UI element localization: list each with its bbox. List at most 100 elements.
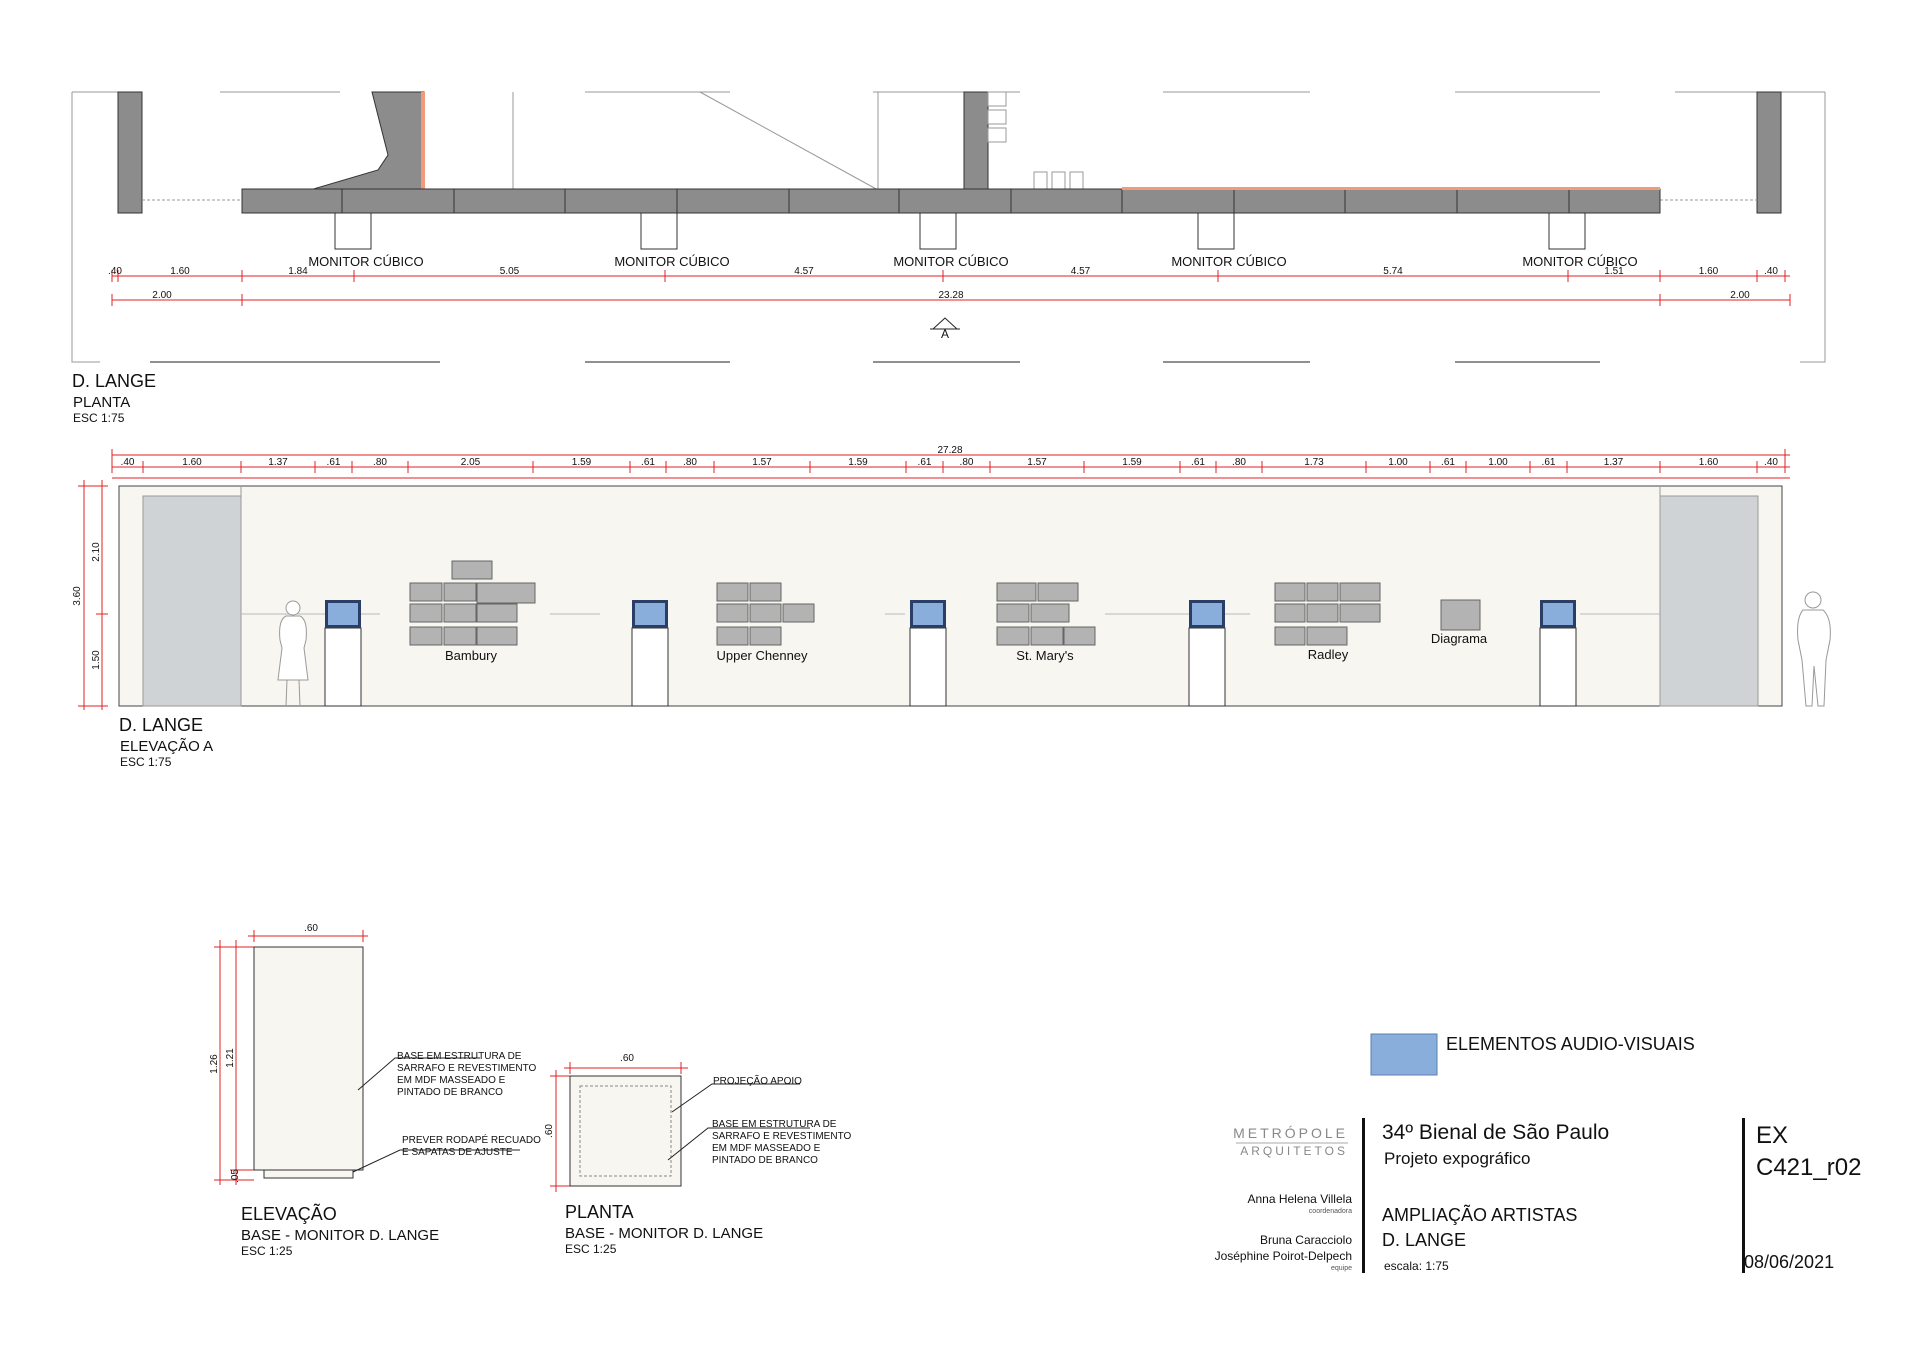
plan-small-box <box>1069 171 1084 190</box>
group-label-upper-chenney: Upper Chenney <box>716 648 808 663</box>
plan-dim-value: 4.57 <box>794 266 814 277</box>
detail-elev-leader1 <box>357 1057 480 1091</box>
detail-plan-note2-line1: BASE EM ESTRUTURA DE <box>712 1119 837 1130</box>
elev-dim-value: 1.59 <box>572 457 592 468</box>
frame <box>1030 626 1064 646</box>
plan-wall-segment <box>1568 188 1661 214</box>
plan-wall-segment <box>453 188 566 214</box>
detail-elev-note1-line3: EM MDF MASSEADO E <box>397 1075 506 1086</box>
elev-dim-value: .61 <box>641 457 655 468</box>
detail-plan-leader1 <box>671 1083 800 1113</box>
elev-dim-value: 1.60 <box>182 457 202 468</box>
elev-dim-value: 1.37 <box>1604 457 1624 468</box>
detail-elev-title: ELEVAÇÃO <box>241 1203 337 1224</box>
elev-dim-value: 1.57 <box>752 457 772 468</box>
legend: ELEMENTOS AUDIO-VISUAIS <box>1370 1033 1695 1076</box>
plan-dim-value: 5.05 <box>500 266 520 277</box>
plan-dim-value: .40 <box>108 266 122 277</box>
detail-plan-subtitle: BASE - MONITOR D. LANGE <box>565 1225 763 1242</box>
elev-dim-value: .80 <box>960 457 974 468</box>
sheet-scale: escala: 1:75 <box>1384 1259 1449 1273</box>
coordinator-role: coordenadora <box>1309 1208 1352 1215</box>
plan-wall-segment <box>1121 188 1235 214</box>
elev-dim-value: .80 <box>683 457 697 468</box>
frame <box>996 582 1037 602</box>
plan-dim-value: 2.00 <box>152 290 172 301</box>
elev-monitor-plinth <box>1188 627 1226 707</box>
plan-column <box>963 91 989 193</box>
elevation-title: D. LANGE <box>119 715 203 735</box>
plan-monitor-box <box>1548 212 1586 250</box>
elev-dim-value: .61 <box>1441 457 1455 468</box>
frame <box>996 603 1030 623</box>
detail-elev-note2-line1: PREVER RODAPÉ RECUADO <box>402 1133 541 1146</box>
frame <box>476 582 536 604</box>
elev-dim-value: 1.73 <box>1304 457 1324 468</box>
frame <box>1306 603 1339 623</box>
frame <box>1030 603 1070 623</box>
coordinator-name: Anna Helena Villela <box>1247 1192 1352 1206</box>
frame <box>749 626 782 646</box>
elev-dim-value: 1.37 <box>268 457 288 468</box>
detail-plan-note2-line4: PINTADO DE BRANCO <box>712 1155 818 1166</box>
plan-dim-value: .40 <box>1764 266 1778 277</box>
frame <box>749 603 782 623</box>
frame <box>451 560 493 580</box>
detail-elev-leader2 <box>352 1149 520 1173</box>
detail-elev-scale: ESC 1:25 <box>241 1244 293 1258</box>
plan-dim-value: 1.51 <box>1604 266 1624 277</box>
frame <box>443 603 477 623</box>
frame <box>716 626 749 646</box>
detail-elev-note1-line4: PINTADO DE BRANCO <box>397 1087 503 1098</box>
detail-plan-depth: .60 <box>544 1124 555 1138</box>
elevation-scale: ESC 1:75 <box>120 755 172 769</box>
detail-plan: .60 .60 PROJEÇÃO APOIO BASE EM ESTRUTURA… <box>544 1053 852 1256</box>
elev-dim-value: .61 <box>327 457 341 468</box>
plan-accent-strip <box>1122 187 1660 190</box>
frame <box>409 626 443 646</box>
detail-plan-scale: ESC 1:25 <box>565 1242 617 1256</box>
detail-plan-leader2 <box>667 1127 810 1161</box>
detail-plan-note1: PROJEÇÃO APOIO <box>713 1074 802 1087</box>
detail-elev-note2-line2: E SAPATAS DE AJUSTE <box>402 1147 513 1158</box>
elev-monitor-screen <box>328 603 358 625</box>
plan-subtitle: PLANTA <box>73 394 130 411</box>
detail-elevation: .60 1.26 1.21 .05 BASE EM ESTRUTURA DE S… <box>209 923 541 1258</box>
elev-monitor-screen <box>913 603 943 625</box>
elev-dim-value: .61 <box>1542 457 1556 468</box>
human-figure-left <box>277 600 309 707</box>
detail-elev-height-base: .05 <box>230 1169 241 1183</box>
group-label-bambury: Bambury <box>445 648 498 663</box>
elev-dim-value: .40 <box>1764 457 1778 468</box>
frame <box>716 582 749 602</box>
title-block: METRÓPOLE ARQUITETOS Anna Helena Villela… <box>1215 1118 1861 1273</box>
plan-wall-segment <box>1456 188 1570 214</box>
frame <box>1440 599 1481 631</box>
plan-monitor-box <box>334 212 372 250</box>
section-marker-label: A <box>941 327 949 341</box>
titleblock-bar-left <box>1362 1118 1365 1273</box>
detail-plan-plinth <box>569 1075 682 1187</box>
sheet-code-2: C421_r02 <box>1756 1154 1861 1181</box>
detail-elev-note1-line2: SARRAFO E REVESTIMENTO <box>397 1063 537 1074</box>
plan-wall-segment <box>1233 188 1346 214</box>
plan-small-box <box>987 109 1007 125</box>
plan-small-box <box>1051 171 1066 190</box>
elev-vert-lower: 1.50 <box>91 650 102 670</box>
elevation-subtitle: ELEVAÇÃO A <box>120 738 213 755</box>
frame <box>1063 626 1096 646</box>
frame <box>443 626 477 646</box>
plan-small-box <box>987 127 1007 143</box>
frame <box>409 603 443 623</box>
elev-monitor-plinth <box>1539 627 1577 707</box>
sheet-code-1: EX <box>1756 1122 1788 1149</box>
plan-monitor-label: MONITOR CÚBICO <box>308 254 423 269</box>
plan-wall-segment <box>241 188 343 214</box>
team-role: equipe <box>1331 1265 1352 1272</box>
detail-plan-projection <box>579 1085 672 1177</box>
